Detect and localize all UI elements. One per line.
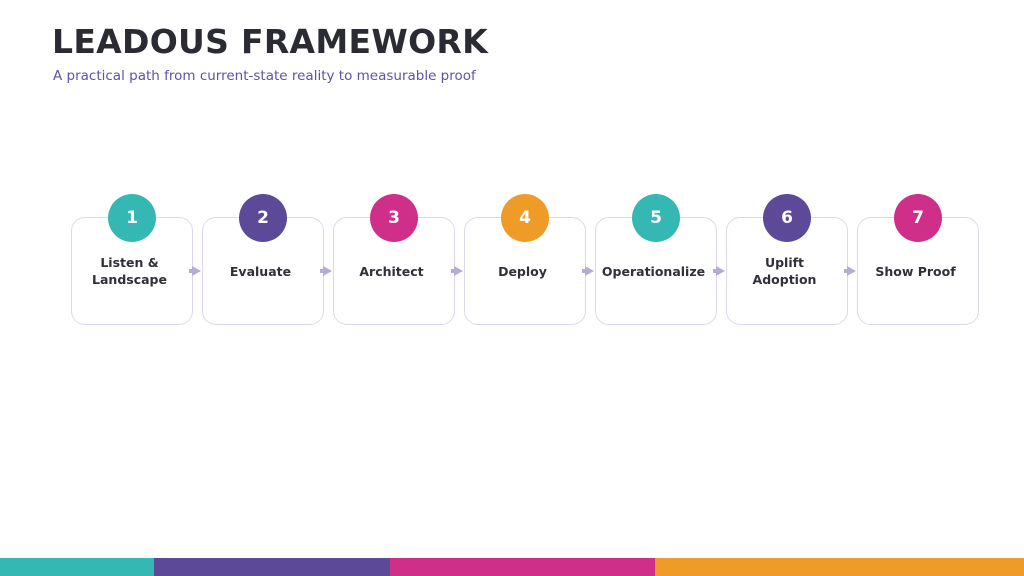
arrow-right-icon-tail [844, 269, 849, 273]
arrow-right-icon-tail [189, 269, 194, 273]
step-number-badge: 2 [239, 194, 287, 242]
step-label: Deploy [498, 263, 547, 279]
footer-segment-2 [154, 558, 390, 576]
step-number-badge: 6 [763, 194, 811, 242]
arrow-right-icon [847, 266, 856, 276]
arrow-right-icon-tail [582, 269, 587, 273]
step-connector-6 [844, 217, 857, 325]
step-connector-5 [713, 217, 726, 325]
slide-header: LEADOUS FRAMEWORK A practical path from … [52, 22, 488, 85]
step-connector-1 [189, 217, 202, 325]
step-label: Architect [359, 263, 424, 279]
arrow-right-icon-tail [320, 269, 325, 273]
step-label: Evaluate [229, 263, 292, 279]
arrow-right-icon [192, 266, 201, 276]
step-number-badge: 7 [894, 194, 942, 242]
step-label: Operationalize [601, 263, 706, 279]
step-number-badge: 4 [501, 194, 549, 242]
arrow-right-icon [323, 266, 332, 276]
arrow-right-icon [585, 266, 594, 276]
step-connector-2 [320, 217, 333, 325]
step-connector-3 [451, 217, 464, 325]
footer-segment-3 [390, 558, 655, 576]
footer-segment-1 [0, 558, 154, 576]
footer-color-bar [0, 558, 1024, 576]
footer-segment-4 [655, 558, 1024, 576]
arrow-right-icon-tail [451, 269, 456, 273]
page-title: LEADOUS FRAMEWORK [52, 22, 489, 61]
step-connector-4 [582, 217, 595, 325]
arrow-right-icon-tail [713, 269, 718, 273]
step-number-badge: 1 [108, 194, 156, 242]
step-label: Uplift Adoption [752, 255, 817, 287]
arrow-right-icon [454, 266, 463, 276]
step-label: Listen & Landscape [92, 255, 167, 287]
step-number-badge: 3 [370, 194, 418, 242]
arrow-right-icon [716, 266, 725, 276]
step-number-badge: 5 [632, 194, 680, 242]
step-label: Show Proof [875, 263, 956, 279]
page-subtitle: A practical path from current-state real… [53, 68, 476, 84]
